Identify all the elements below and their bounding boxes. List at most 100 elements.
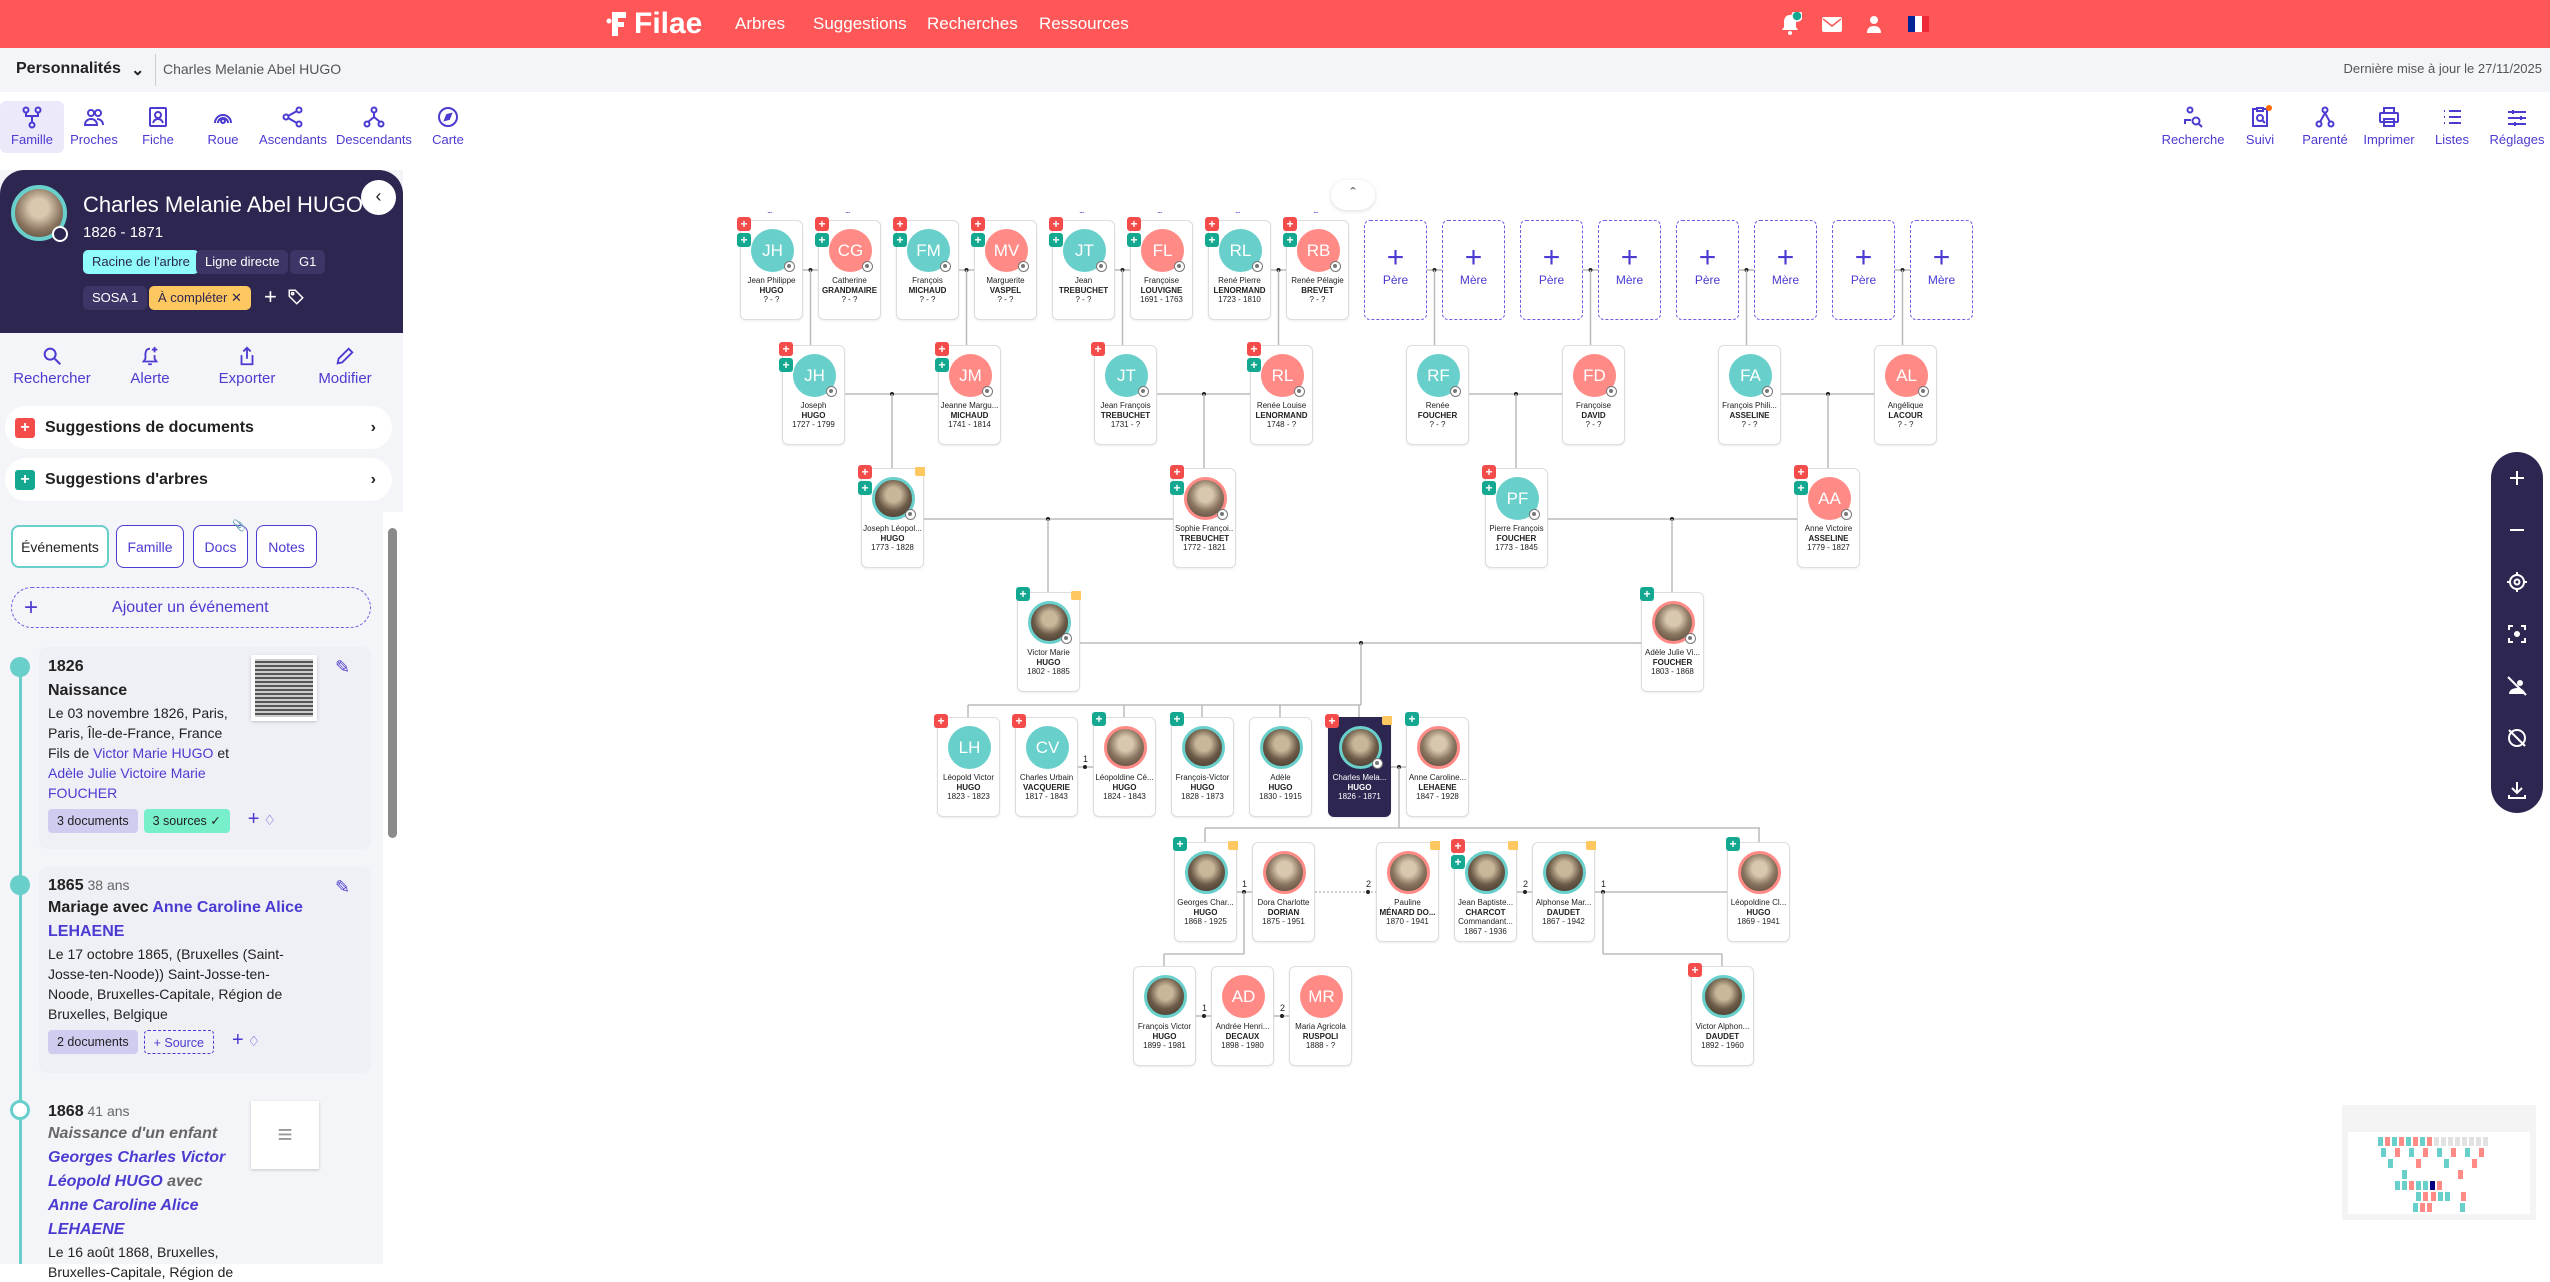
puzzle-teal-icon[interactable]: + bbox=[1247, 358, 1261, 372]
target-icon[interactable] bbox=[1762, 386, 1773, 397]
puzzle-teal-icon[interactable]: + bbox=[1726, 837, 1740, 851]
target-icon[interactable] bbox=[1918, 386, 1929, 397]
puzzle-red-icon[interactable]: + bbox=[1688, 963, 1702, 977]
minimap[interactable] bbox=[2342, 1105, 2536, 1220]
edit-pencil-icon[interactable]: ✎ bbox=[335, 657, 351, 677]
expand-ancestors-button[interactable]: ... bbox=[1157, 205, 1162, 215]
bell-icon[interactable] bbox=[1778, 12, 1802, 36]
tab-carte[interactable]: Carte bbox=[416, 101, 480, 153]
puzzle-red-icon[interactable]: + bbox=[1325, 714, 1339, 728]
puzzle-red-icon[interactable]: + bbox=[1049, 217, 1063, 231]
flag-fr-icon[interactable] bbox=[1906, 12, 1930, 36]
add-parent-placeholder[interactable]: +Père bbox=[1364, 220, 1427, 320]
add-source-button[interactable]: + Source bbox=[143, 1030, 214, 1055]
spouse-link[interactable]: Anne Caroline Alice LEHAENE bbox=[48, 1197, 199, 1238]
union-dot[interactable] bbox=[1280, 1014, 1284, 1018]
tool-recherche[interactable]: Recherche bbox=[2161, 101, 2225, 153]
tab-famille[interactable]: Famille bbox=[0, 101, 64, 153]
note-icon[interactable]: ≡ bbox=[251, 1101, 319, 1169]
target-icon[interactable] bbox=[905, 509, 916, 520]
add-parent-placeholder[interactable]: +Mère bbox=[1910, 220, 1973, 320]
puzzle-red-icon[interactable]: + bbox=[1283, 217, 1297, 231]
puzzle-red-icon[interactable]: + bbox=[858, 465, 872, 479]
action-edit[interactable]: Modifier bbox=[300, 345, 390, 387]
expand-ancestors-button[interactable]: ... bbox=[845, 205, 850, 215]
add-parent-placeholder[interactable]: +Mère bbox=[1598, 220, 1661, 320]
sources-badge[interactable]: 3 sources ✓ bbox=[143, 809, 230, 834]
action-search[interactable]: Rechercher bbox=[7, 345, 97, 387]
nav-arbres[interactable]: Arbres bbox=[735, 14, 786, 33]
target-icon[interactable] bbox=[1096, 261, 1107, 272]
puzzle-teal-icon[interactable]: + bbox=[971, 233, 985, 247]
focus-icon[interactable] bbox=[2505, 622, 2529, 646]
puzzle-red-icon[interactable]: + bbox=[1482, 465, 1496, 479]
puzzle-teal-icon[interactable]: + bbox=[1205, 233, 1219, 247]
tab-famille-panel[interactable]: Famille bbox=[116, 525, 184, 568]
puzzle-teal-icon[interactable]: + bbox=[858, 481, 872, 495]
father-link[interactable]: Victor Marie HUGO bbox=[93, 745, 214, 761]
tab-proches[interactable]: Proches bbox=[62, 101, 126, 153]
add-parent-placeholder[interactable]: +Père bbox=[1520, 220, 1583, 320]
target-icon[interactable] bbox=[1252, 261, 1263, 272]
nav-ressources[interactable]: Ressources bbox=[1039, 14, 1129, 33]
puzzle-teal-icon[interactable]: + bbox=[815, 233, 829, 247]
target-icon[interactable] bbox=[1294, 386, 1305, 397]
nav-recherches[interactable]: Recherches bbox=[927, 14, 1018, 33]
puzzle-teal-icon[interactable]: + bbox=[935, 358, 949, 372]
puzzle-red-icon[interactable]: + bbox=[934, 714, 948, 728]
target-icon[interactable] bbox=[1841, 509, 1852, 520]
suggestions-arbres[interactable]: +Suggestions d'arbres› bbox=[5, 458, 392, 501]
target-icon[interactable] bbox=[1217, 509, 1228, 520]
action-export[interactable]: Exporter bbox=[202, 345, 292, 387]
download-icon[interactable] bbox=[2505, 778, 2529, 802]
target-icon[interactable] bbox=[784, 261, 795, 272]
puzzle-red-icon[interactable]: + bbox=[1794, 465, 1808, 479]
chip-todo[interactable]: À compléter ✕ bbox=[149, 286, 251, 310]
puzzle-teal-icon[interactable]: + bbox=[1016, 587, 1030, 601]
add-parent-placeholder[interactable]: +Mère bbox=[1442, 220, 1505, 320]
zoom-in-icon[interactable] bbox=[2505, 466, 2529, 490]
spouse-link[interactable]: Anne Caroline Alice LEHAENE bbox=[48, 899, 303, 940]
puzzle-red-icon[interactable]: + bbox=[1247, 342, 1261, 356]
expand-ancestors-button[interactable]: ... bbox=[1313, 205, 1318, 215]
puzzle-teal-icon[interactable]: + bbox=[1451, 855, 1465, 869]
puzzle-red-icon[interactable]: + bbox=[893, 217, 907, 231]
nav-suggestions[interactable]: Suggestions bbox=[813, 14, 907, 33]
puzzle-red-icon[interactable]: + bbox=[1012, 714, 1026, 728]
target-icon[interactable] bbox=[1138, 386, 1149, 397]
expand-ancestors-button[interactable]: ... bbox=[767, 205, 772, 215]
tab-roue[interactable]: Roue bbox=[191, 101, 255, 153]
tag-icon[interactable]: ♢ bbox=[263, 812, 276, 828]
puzzle-teal-icon[interactable]: + bbox=[1049, 233, 1063, 247]
add-parent-placeholder[interactable]: +Père bbox=[1832, 220, 1895, 320]
puzzle-red-icon[interactable]: + bbox=[1451, 839, 1465, 853]
puzzle-red-icon[interactable]: + bbox=[1091, 342, 1105, 356]
scrollbar-thumb[interactable] bbox=[388, 528, 397, 838]
tool-suivi[interactable]: Suivi bbox=[2228, 101, 2292, 153]
puzzle-teal-icon[interactable]: + bbox=[1794, 481, 1808, 495]
tag-icon[interactable] bbox=[287, 288, 305, 306]
suggestions-documents[interactable]: +Suggestions de documents› bbox=[5, 406, 392, 449]
expand-ancestors-button[interactable]: ... bbox=[1079, 205, 1084, 215]
zoom-out-icon[interactable] bbox=[2505, 518, 2529, 542]
